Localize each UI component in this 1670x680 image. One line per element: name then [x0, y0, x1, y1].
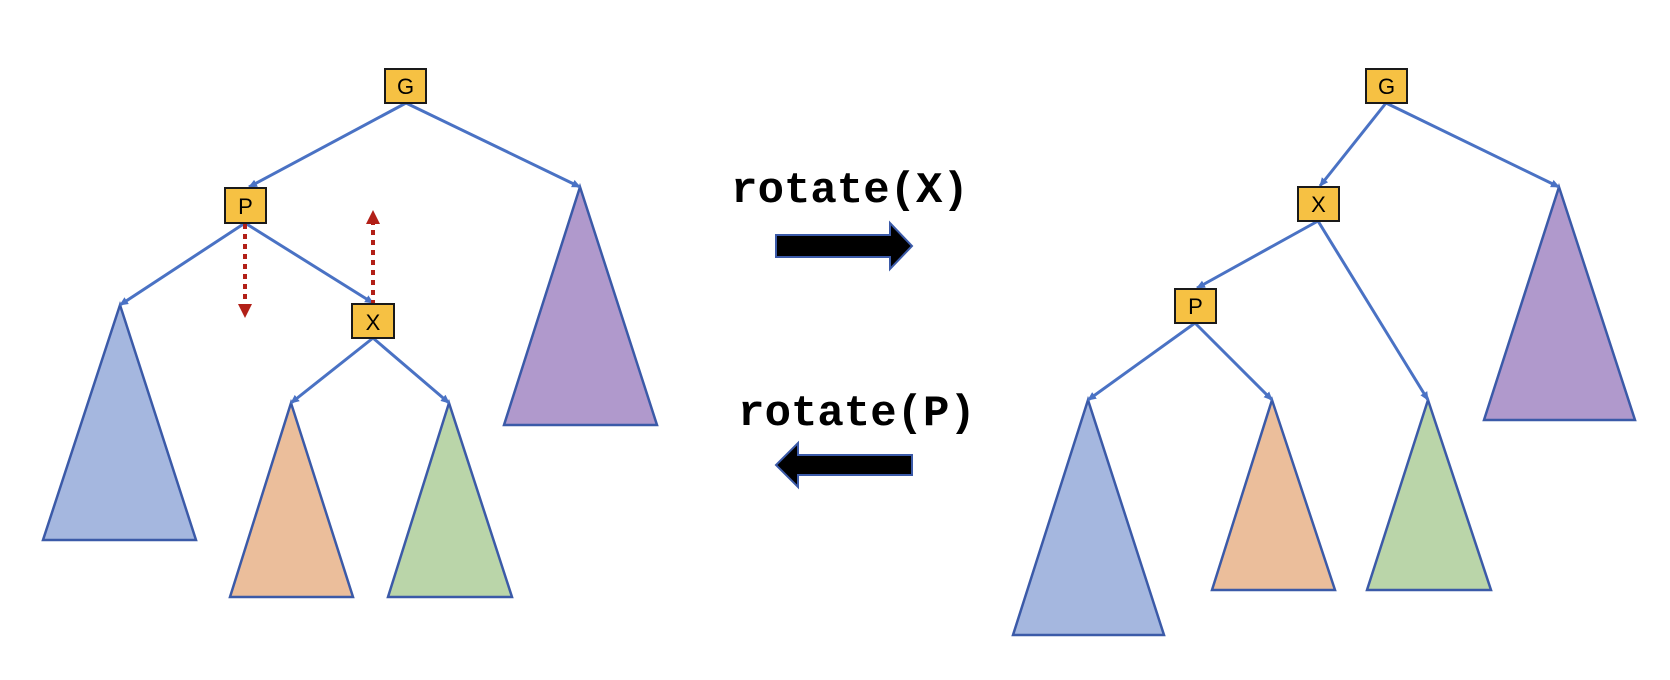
- left-tree: G P X: [41, 68, 659, 599]
- edge-p-a: [119, 221, 246, 307]
- node-p-label: P: [238, 194, 253, 219]
- edge-x-c-right: [1316, 220, 1430, 401]
- right-subtree-c: [1365, 395, 1493, 592]
- edge-g-d-right: [1385, 101, 1560, 189]
- right-subtree-b: [1210, 395, 1337, 592]
- rotate-p-label: rotate(P): [738, 389, 976, 439]
- edge-p-a-right: [1087, 321, 1196, 402]
- edge-g-d: [405, 101, 581, 189]
- right-tree: G X P: [1011, 68, 1637, 637]
- edge-p-x: [244, 221, 374, 305]
- edge-x-b: [290, 336, 374, 405]
- operations: rotate(X) rotate(P): [731, 166, 976, 490]
- node-p-right-label: P: [1188, 294, 1203, 319]
- left-subtree-c: [386, 398, 514, 599]
- right-subtree-d: [1482, 182, 1637, 422]
- node-x-right-label: X: [1311, 192, 1326, 217]
- forward-arrow: [775, 220, 914, 272]
- left-subtree-a: [41, 300, 198, 542]
- node-p-right: P: [1174, 288, 1217, 324]
- node-x-right: X: [1297, 186, 1340, 222]
- node-g-right: G: [1365, 68, 1408, 104]
- rotate-x-label: rotate(X): [731, 166, 969, 216]
- backward-arrow: [774, 440, 913, 490]
- node-g: G: [384, 68, 427, 104]
- edge-x-p-right: [1196, 219, 1319, 290]
- node-p: P: [224, 187, 267, 224]
- node-g-right-label: G: [1378, 74, 1395, 99]
- left-subtree-b: [228, 398, 355, 599]
- node-x: X: [351, 303, 395, 339]
- left-subtree-d: [502, 182, 659, 427]
- node-g-label: G: [397, 74, 414, 99]
- edge-g-p: [248, 101, 407, 189]
- edge-g-x-right: [1318, 102, 1388, 187]
- right-subtree-a: [1011, 395, 1166, 637]
- edge-x-c: [372, 336, 450, 405]
- edge-p-b-right: [1193, 321, 1274, 402]
- node-x-label: X: [366, 310, 381, 335]
